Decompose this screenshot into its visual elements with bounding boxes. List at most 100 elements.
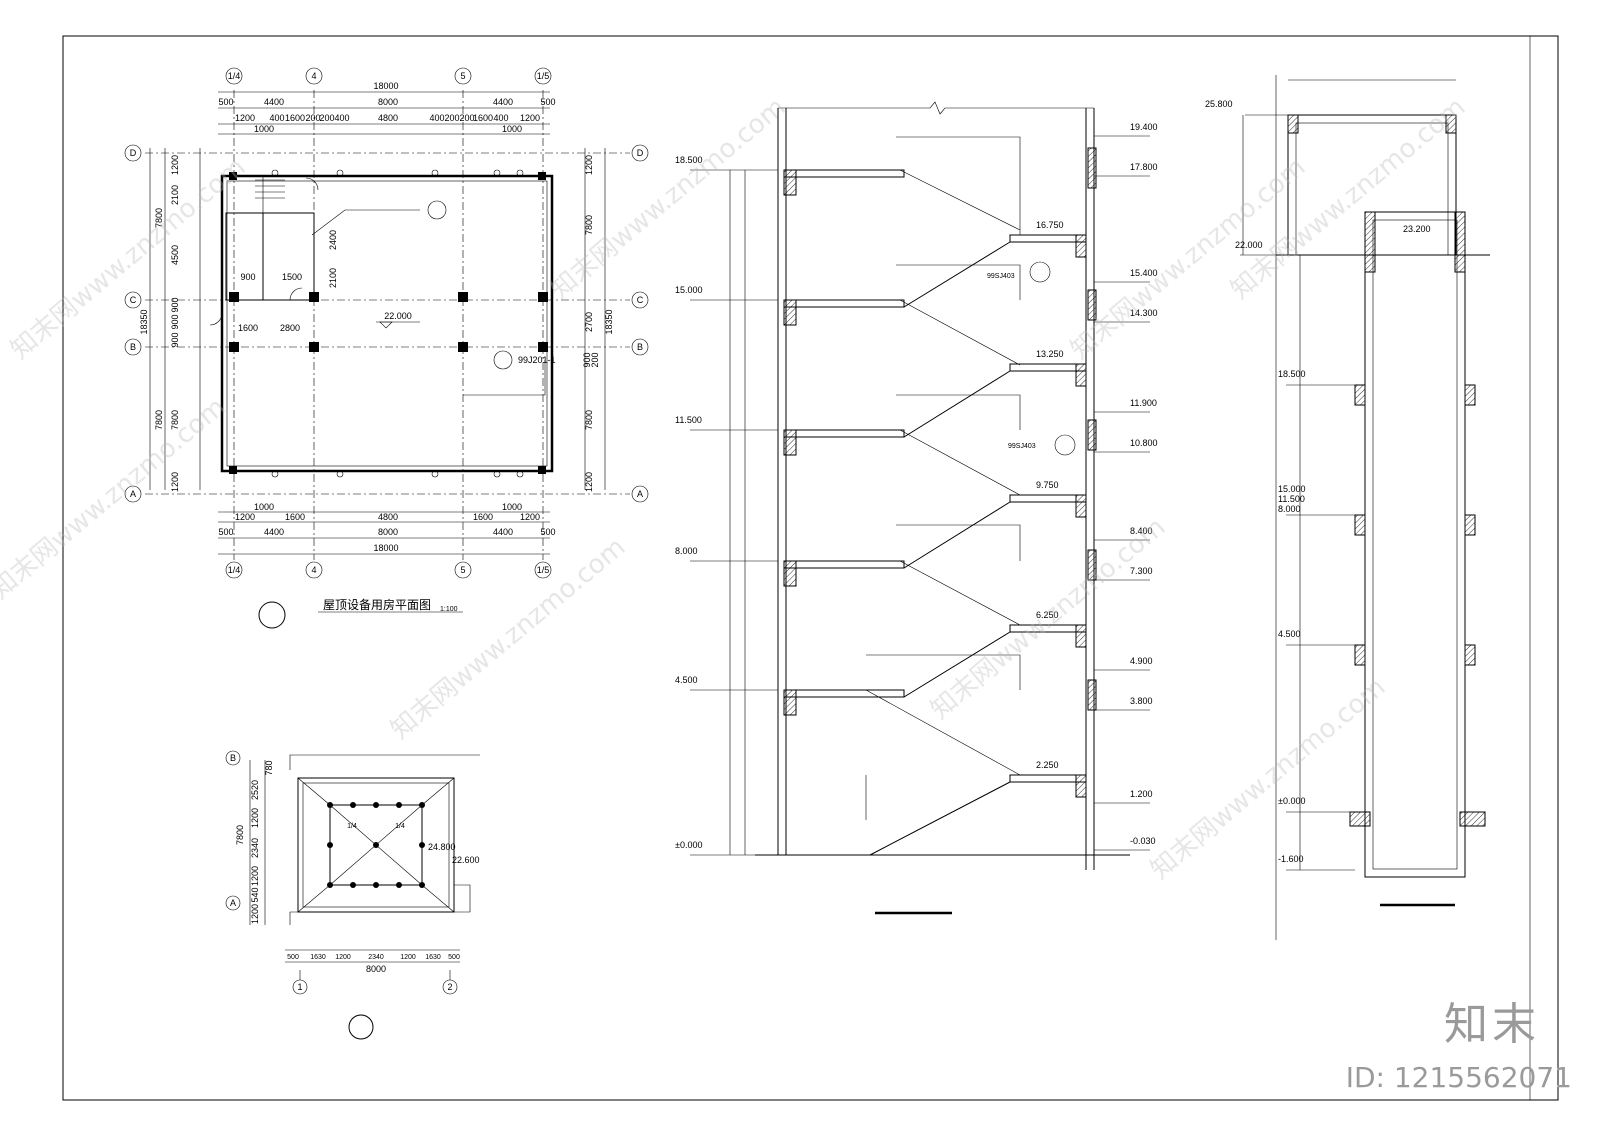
dim: 200: [459, 113, 474, 123]
watermark: 知末网www.znzmo.com: [545, 92, 791, 305]
dim: 4500: [170, 245, 180, 265]
level-right: 6.250: [1036, 610, 1059, 620]
dim: 780: [264, 760, 274, 775]
tower-plan-labels: B A 1 2 780 2520 1200 2340 1200 540 1200…: [230, 753, 480, 992]
dim: 200: [444, 113, 459, 123]
dim: 1200: [235, 512, 255, 522]
plan-labels: 1/4 4 5 1/5 1/4 4 5 1/5 D C B A D C B A …: [130, 71, 644, 613]
dim: 540: [250, 887, 260, 902]
brand-logo: 知末: [1444, 999, 1540, 1050]
grid-row-label: B: [230, 753, 236, 763]
dim: 400: [334, 113, 349, 123]
dim: 1000: [254, 124, 274, 134]
level-right: 14.300: [1130, 308, 1158, 318]
plan-scale: 1:100: [440, 606, 458, 613]
grid-col-label: 2: [447, 982, 452, 992]
plan-outer-wall: [220, 174, 554, 473]
dim: 1630: [310, 954, 326, 961]
sheet-frame: [62, 35, 1559, 1101]
dim: 500: [540, 97, 555, 107]
dim: 900: [170, 314, 180, 329]
dim: 900: [240, 272, 255, 282]
watermarks: 知末网www.znzmo.com 知末网www.znzmo.com 知末网www…: [0, 92, 1471, 885]
tower-plan: [225, 750, 480, 1040]
dim: 900: [170, 332, 180, 347]
plan-title: 屋顶设备用房平面图: [323, 597, 431, 612]
level-right: 2.250: [1036, 760, 1059, 770]
dim: 2100: [328, 268, 338, 288]
dim: 1200: [250, 808, 260, 828]
roof-plan: [124, 67, 649, 629]
dim: 500: [218, 97, 233, 107]
level-right: 8.400: [1130, 526, 1153, 536]
dim: 400: [269, 113, 284, 123]
detail-reference: 99SJ403: [987, 273, 1015, 280]
dim: 1200: [584, 155, 594, 175]
dim-total: 18000: [373, 543, 398, 553]
dim: 1200: [250, 866, 260, 886]
level-left: 4.500: [675, 675, 698, 685]
tower-plan-title-marker: [348, 1014, 374, 1040]
slope-label: 1/4: [347, 823, 357, 830]
dim: 1500: [282, 272, 302, 282]
grid-col-label: 1/4: [228, 71, 241, 81]
shaft-labels: 25.800 23.200 22.000 18.500 15.000 11.50…: [1205, 99, 1431, 864]
dim: 8000: [378, 97, 398, 107]
shaft-level: ±0.000: [1278, 796, 1305, 806]
dim: 7800: [170, 410, 180, 430]
detail-reference: 99J201-1: [518, 355, 556, 365]
grid-row-label: C: [637, 295, 644, 305]
dim: 1600: [285, 512, 305, 522]
dim: 7800: [154, 208, 164, 228]
dim: 1600: [473, 113, 493, 123]
dim: 2340: [368, 954, 384, 961]
level-right: -0.030: [1130, 836, 1156, 846]
dim: 4800: [378, 113, 398, 123]
dim: 1200: [335, 954, 351, 961]
dim: 7800: [235, 825, 245, 845]
dim: 1600: [238, 323, 258, 333]
dim: 1200: [584, 472, 594, 492]
grid-col-label: 1/4: [228, 565, 241, 575]
watermark: 知末网www.znzmo.com: [385, 532, 631, 745]
grid-row-label: B: [130, 342, 136, 352]
dim-total: 8000: [366, 964, 386, 974]
grid-row-label: D: [637, 148, 644, 158]
dim: 2520: [250, 780, 260, 800]
dim-total: 18000: [373, 81, 398, 91]
level-right: 9.750: [1036, 480, 1059, 490]
grid-row-label: B: [637, 342, 643, 352]
dim: 2800: [280, 323, 300, 333]
watermark: 知末网www.znzmo.com: [5, 152, 251, 365]
dim: 1200: [170, 155, 180, 175]
dim: 2700: [584, 312, 594, 332]
level-right: 3.800: [1130, 696, 1153, 706]
dim: 18350: [604, 309, 614, 334]
level-right: 11.900: [1130, 398, 1157, 408]
dim: 1200: [170, 472, 180, 492]
dim: 4800: [378, 512, 398, 522]
dim: 400: [493, 113, 508, 123]
stair-section: [690, 101, 1150, 915]
dim: 1000: [254, 502, 274, 512]
level-right: 10.800: [1130, 438, 1158, 448]
detail-reference: 99SJ403: [1008, 443, 1036, 450]
grid-col-label: 1/5: [537, 565, 550, 575]
dim: 1600: [473, 512, 493, 522]
dim: 2400: [328, 230, 338, 250]
dim: 4400: [264, 527, 284, 537]
grid-col-label: 5: [460, 565, 465, 575]
dim: 2340: [250, 838, 260, 858]
slope-label: 1/4: [395, 823, 405, 830]
grid-row-label: A: [130, 489, 136, 499]
dim: 1200: [250, 904, 260, 924]
tower-elevation: 24.800: [428, 842, 456, 852]
watermark: 知末网www.znzmo.com: [0, 392, 231, 605]
image-id: ID: 1215562071: [1345, 1061, 1572, 1094]
grid-col-label: 1: [297, 982, 302, 992]
level-right: 13.250: [1036, 349, 1064, 359]
dim: 1200: [520, 113, 540, 123]
dim: 900: [582, 352, 592, 367]
shaft-level: 23.200: [1403, 224, 1431, 234]
level-right: 17.800: [1130, 162, 1158, 172]
